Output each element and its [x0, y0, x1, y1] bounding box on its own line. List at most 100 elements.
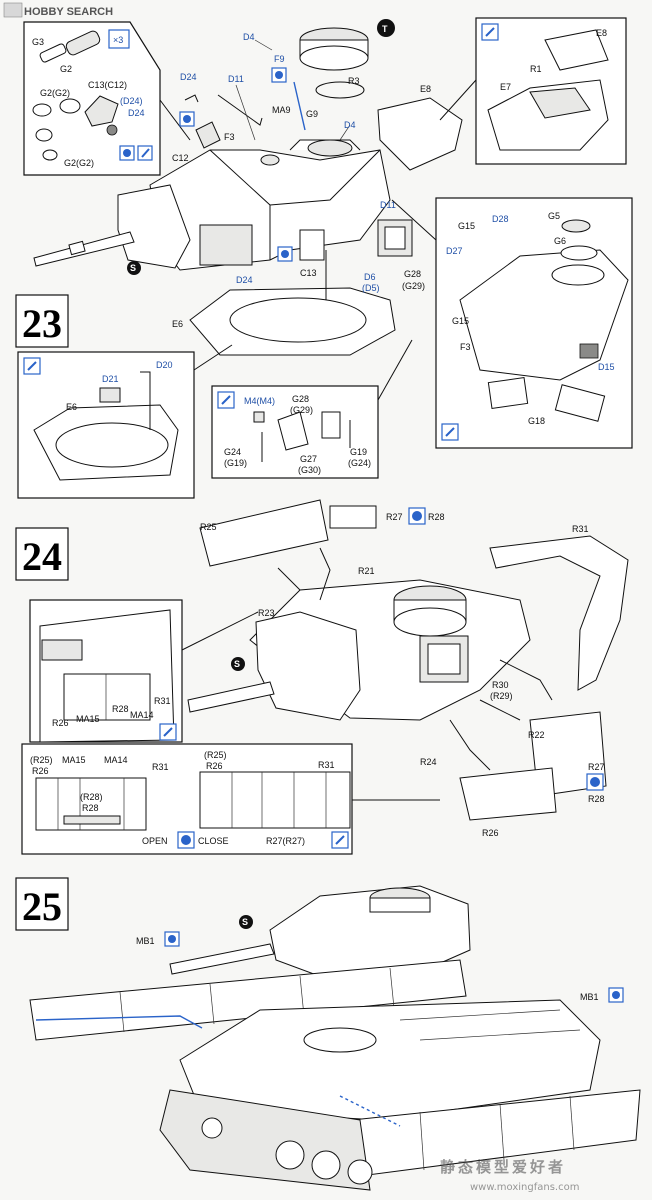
- svg-text:S: S: [234, 659, 240, 669]
- step-25-number: 25: [22, 884, 62, 929]
- svg-text:R31: R31: [152, 762, 169, 772]
- svg-text:R28: R28: [588, 794, 605, 804]
- svg-text:S: S: [242, 917, 248, 927]
- svg-text:D4: D4: [344, 120, 356, 130]
- paint-icon-24l: [159, 723, 177, 741]
- svg-text:MA15: MA15: [76, 714, 100, 724]
- svg-text:MA9: MA9: [272, 105, 291, 115]
- paint-icons: [119, 145, 153, 161]
- svg-text:E8: E8: [596, 28, 607, 38]
- svg-text:G5: G5: [548, 211, 560, 221]
- svg-text:(G19): (G19): [224, 458, 247, 468]
- svg-text:G24: G24: [224, 447, 241, 457]
- svg-text:R3: R3: [348, 76, 360, 86]
- svg-text:G28: G28: [292, 394, 309, 404]
- svg-text:R28: R28: [112, 704, 129, 714]
- svg-text:G9: G9: [306, 109, 318, 119]
- svg-text:G15: G15: [452, 316, 469, 326]
- svg-text:R26: R26: [52, 718, 69, 728]
- step-24-box: [15, 527, 69, 581]
- step-23-number: 23: [22, 301, 62, 346]
- svg-text:F3: F3: [224, 132, 235, 142]
- svg-text:S: S: [130, 263, 136, 273]
- svg-text:D11: D11: [228, 74, 244, 84]
- logo-text: HOBBY SEARCH: [24, 6, 113, 18]
- svg-text:D24: D24: [180, 72, 197, 82]
- svg-text:D11: D11: [380, 200, 396, 210]
- svg-text:D27: D27: [446, 246, 463, 256]
- svg-text:(R29): (R29): [490, 691, 513, 701]
- step-23-box: [15, 294, 69, 348]
- svg-text:D20: D20: [156, 360, 173, 370]
- svg-text:MB1: MB1: [580, 992, 599, 1002]
- inset-cupola-interior: G15 D28 G5 G6 D27 G15 F3 D15 G18: [391, 197, 633, 449]
- svg-text:R27(R27): R27(R27): [266, 836, 305, 846]
- step-25: 25 S: [15, 877, 641, 1191]
- turret-schurzen-main: S R25 R27 R28 R31: [187, 499, 629, 838]
- svg-text:×3: ×3: [113, 35, 123, 45]
- svg-text:G28: G28: [404, 269, 421, 279]
- svg-text:C13(C12): C13(C12): [88, 80, 127, 90]
- svg-text:(R25): (R25): [204, 750, 227, 760]
- step-25-box: [15, 877, 69, 931]
- svg-text:CLOSE: CLOSE: [198, 836, 229, 846]
- inset-open-close: (R25) R26 MA15 MA14 R31 (R28) R28 (R25) …: [21, 743, 440, 855]
- svg-text:MA14: MA14: [130, 710, 154, 720]
- open-close-icons: [177, 831, 349, 849]
- svg-text:G27: G27: [300, 454, 317, 464]
- svg-text:G2(G2): G2(G2): [64, 158, 94, 168]
- svg-text:D21: D21: [102, 374, 119, 384]
- step-24-number: 24: [22, 534, 62, 579]
- paint-icon-tr: [481, 23, 499, 41]
- svg-text:R1: R1: [530, 64, 542, 74]
- svg-text:E8: E8: [420, 84, 431, 94]
- svg-text:F9: F9: [274, 54, 285, 64]
- svg-text:R27: R27: [588, 762, 605, 772]
- svg-text:D24: D24: [236, 275, 253, 285]
- svg-text:(R28): (R28): [80, 792, 103, 802]
- svg-text:R27: R27: [386, 512, 403, 522]
- svg-text:D6: D6: [364, 272, 376, 282]
- svg-text:R28: R28: [428, 512, 445, 522]
- svg-text:D24: D24: [128, 108, 145, 118]
- svg-text:OPEN: OPEN: [142, 836, 168, 846]
- paint-icons-25: [164, 931, 624, 1003]
- watermark-url: www.moxingfans.com: [470, 1182, 579, 1193]
- inset-mantlet-parts: ×3 G3 G2 C13(C12) G2(G2) (D24) D24 G2(G2…: [23, 21, 191, 176]
- paint-icons-24: [408, 507, 604, 791]
- svg-text:R26: R26: [482, 828, 499, 838]
- hull-assembly: S: [29, 885, 641, 1191]
- svg-text:F3: F3: [460, 342, 471, 352]
- paint-icon-bl: [23, 357, 41, 375]
- svg-text:R21: R21: [358, 566, 375, 576]
- svg-text:C12: C12: [172, 153, 189, 163]
- paint-icons-main: [179, 67, 293, 262]
- watermark: 静态模型爱好者 www.moxingfans.com: [440, 1158, 579, 1193]
- inset-turret-rear: E8 R1 E7: [439, 17, 627, 165]
- svg-text:R31: R31: [318, 760, 335, 770]
- inset-schurzen-side: R26 MA15 R28 MA14 R31: [29, 599, 259, 743]
- svg-text:(D24): (D24): [120, 96, 143, 106]
- svg-text:(G30): (G30): [298, 465, 321, 475]
- hobby-search-logo: HOBBY SEARCH: [3, 2, 113, 18]
- svg-text:MB1: MB1: [136, 936, 155, 946]
- svg-text:G6: G6: [554, 236, 566, 246]
- svg-text:T: T: [382, 24, 388, 34]
- svg-text:MA14: MA14: [104, 755, 128, 765]
- svg-text:M4(M4): M4(M4): [244, 396, 275, 406]
- svg-text:R26: R26: [32, 766, 49, 776]
- svg-text:R24: R24: [420, 757, 437, 767]
- svg-text:(G24): (G24): [348, 458, 371, 468]
- svg-text:MA15: MA15: [62, 755, 86, 765]
- svg-text:D4: D4: [243, 32, 255, 42]
- svg-text:(D5): (D5): [362, 283, 380, 293]
- step-23: 23 ×3 G3 G2 C: [15, 17, 633, 499]
- svg-text:E6: E6: [66, 402, 77, 412]
- svg-text:D15: D15: [598, 362, 615, 372]
- svg-text:G15: G15: [458, 221, 475, 231]
- svg-text:(G29): (G29): [290, 405, 313, 415]
- svg-text:R28: R28: [82, 803, 99, 813]
- svg-text:G18: G18: [528, 416, 545, 426]
- watermark-main: 静态模型爱好者: [440, 1158, 566, 1176]
